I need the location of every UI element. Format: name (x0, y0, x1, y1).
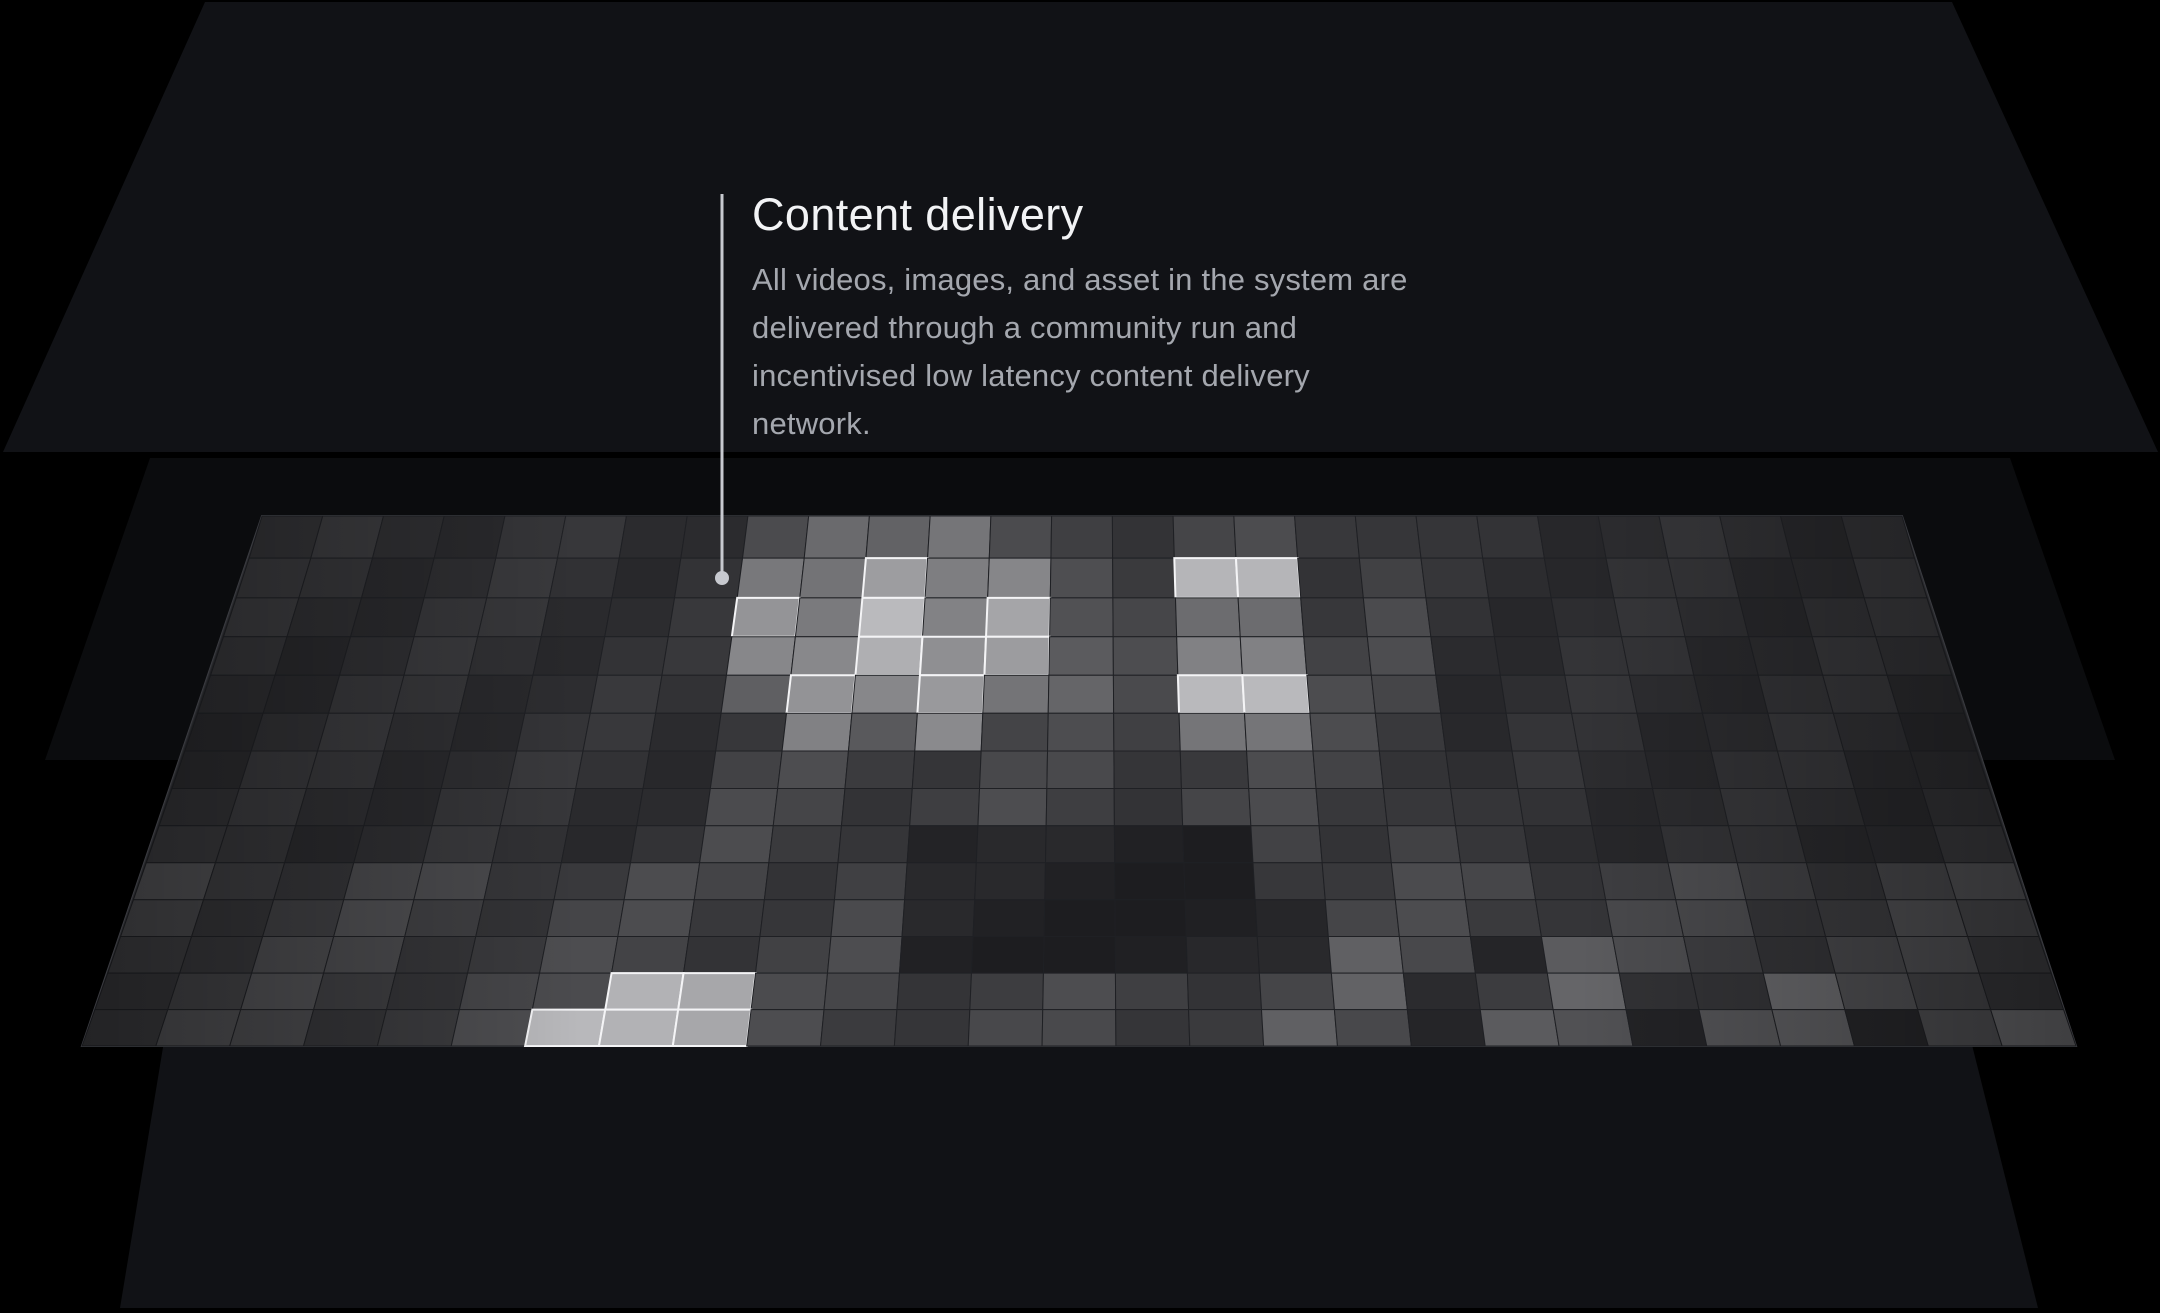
grid-vignette (82, 516, 2076, 1046)
bottom-layer (120, 1005, 2038, 1308)
callout-description: All videos, images, and asset in the sys… (752, 262, 1408, 441)
layer-group-front (82, 516, 2076, 1046)
callout: Content delivery All videos, images, and… (752, 186, 1432, 448)
callout-connector (715, 194, 729, 585)
callout-title: Content delivery (752, 189, 1084, 240)
connector-dot (715, 571, 729, 585)
top-layer (3, 2, 2158, 452)
